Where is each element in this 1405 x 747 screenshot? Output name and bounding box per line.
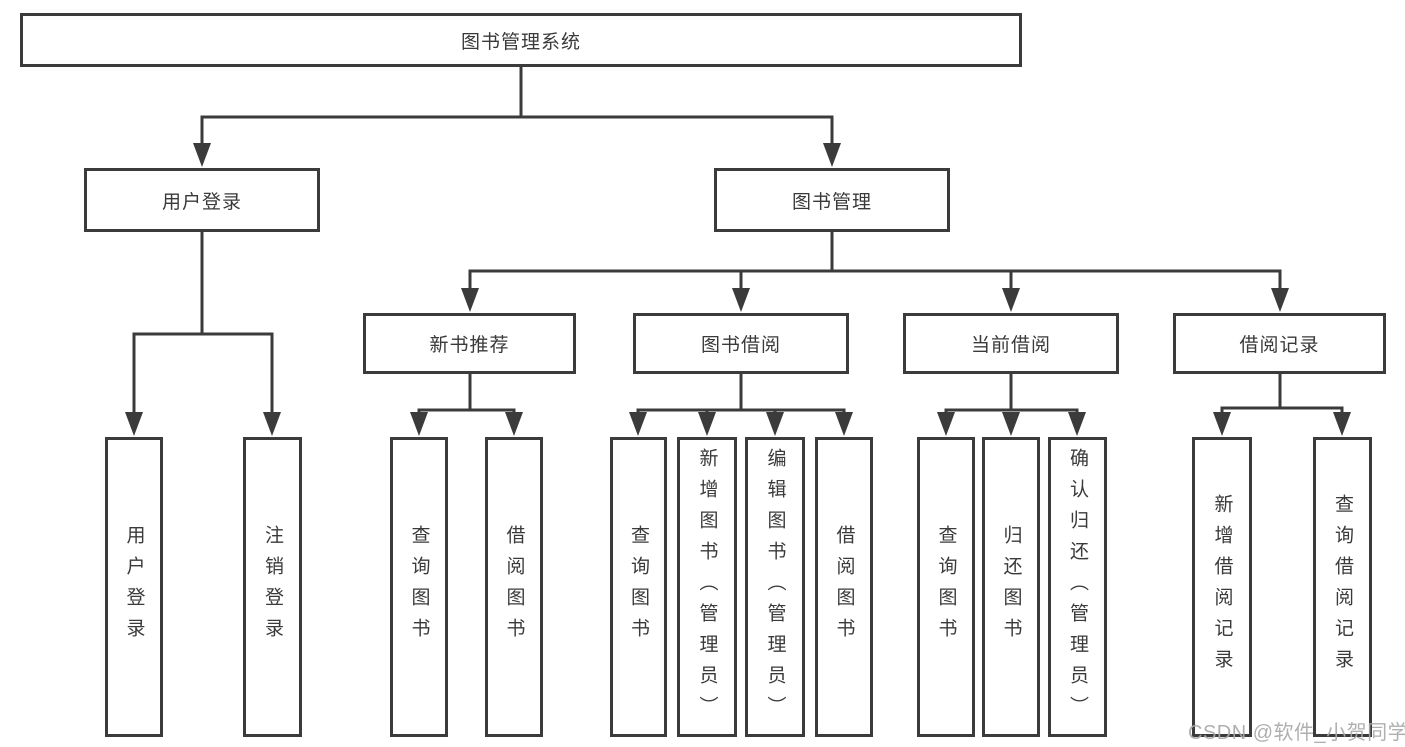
leaf-query-borrow-record-label: 查询借阅记录 xyxy=(1332,494,1353,680)
connector-book-management-to-level3 xyxy=(468,232,1282,290)
node-book-management-label: 图书管理 xyxy=(791,191,872,213)
node-borrow-record-label: 借阅记录 xyxy=(1239,335,1320,356)
node-user-login-label: 用户登录 xyxy=(161,191,242,213)
arrowhead-down xyxy=(766,412,784,436)
leaf-edit-book-admin: 编辑图书（管理员） xyxy=(745,437,805,737)
leaf-edit-book-admin-label: 编辑图书（管理员） xyxy=(764,447,786,727)
leaf-add-book-admin: 新增图书（管理员） xyxy=(677,437,737,737)
node-borrow-record: 借阅记录 xyxy=(1173,313,1386,374)
leaf-query-book-current-label: 查询图书 xyxy=(935,525,957,649)
leaf-borrow-book-label: 借阅图书 xyxy=(833,525,855,649)
leaf-borrow-book-recommend: 借阅图书 xyxy=(485,437,543,737)
arrowhead-down xyxy=(629,412,647,436)
connector-user-login-to-children xyxy=(132,232,274,413)
node-book-borrow: 图书借阅 xyxy=(633,313,849,374)
leaf-user-login: 用户登录 xyxy=(105,437,163,737)
arrowhead-down xyxy=(823,143,841,167)
arrowhead-down xyxy=(835,412,853,436)
node-new-book-recommend-label: 新书推荐 xyxy=(429,335,510,356)
leaf-add-borrow-record: 新增借阅记录 xyxy=(1192,437,1252,737)
arrowhead-down xyxy=(1213,412,1231,436)
arrowhead-down xyxy=(193,143,211,167)
leaf-return-book: 归还图书 xyxy=(982,437,1040,737)
leaf-return-book-label: 归还图书 xyxy=(1000,525,1022,649)
arrowhead-down xyxy=(1333,412,1351,436)
node-root-label: 图书管理系统 xyxy=(460,31,581,53)
leaf-borrow-book-recommend-label: 借阅图书 xyxy=(503,525,525,649)
leaf-query-book-recommend: 查询图书 xyxy=(390,437,448,737)
arrowhead-down xyxy=(698,412,716,436)
leaf-query-book-borrow-label: 查询图书 xyxy=(628,525,649,649)
arrowhead-down xyxy=(505,412,523,436)
arrowhead-down xyxy=(937,412,955,436)
node-new-book-recommend: 新书推荐 xyxy=(363,313,576,374)
leaf-query-book-recommend-label: 查询图书 xyxy=(408,525,430,649)
node-current-borrow-label: 当前借阅 xyxy=(970,335,1051,356)
arrowhead-down xyxy=(125,412,143,436)
arrowhead-down xyxy=(1068,412,1086,436)
leaf-logout-label: 注销登录 xyxy=(262,525,283,649)
watermark: CSDN @软件_小贺同学 xyxy=(1188,722,1405,744)
leaf-query-borrow-record: 查询借阅记录 xyxy=(1313,437,1372,737)
arrowhead-down xyxy=(1002,288,1020,312)
arrowhead-down xyxy=(461,288,479,312)
arrowhead-down xyxy=(1002,412,1020,436)
node-current-borrow: 当前借阅 xyxy=(903,313,1119,374)
connector-book-borrow-to-children xyxy=(636,374,846,413)
connector-root-to-level2 xyxy=(200,65,834,144)
leaf-query-book-current: 查询图书 xyxy=(917,437,975,737)
leaf-user-login-label: 用户登录 xyxy=(123,525,145,649)
node-book-borrow-label: 图书借阅 xyxy=(700,335,781,356)
connector-borrow-record-to-children xyxy=(1220,374,1344,413)
leaf-query-book-borrow: 查询图书 xyxy=(610,437,667,737)
arrowhead-down xyxy=(410,412,428,436)
node-user-login: 用户登录 xyxy=(84,168,320,232)
leaf-add-borrow-record-label: 新增借阅记录 xyxy=(1211,494,1233,680)
node-root: 图书管理系统 xyxy=(20,13,1022,67)
leaf-add-book-admin-label: 新增图书（管理员） xyxy=(696,447,718,727)
leaf-confirm-return-admin: 确认归还（管理员） xyxy=(1048,437,1107,737)
arrowhead-down xyxy=(263,412,281,436)
connector-current-borrow-to-children xyxy=(944,374,1079,413)
connector-new-book-to-children xyxy=(417,374,516,413)
arrowhead-down xyxy=(1271,288,1289,312)
leaf-confirm-return-admin-label: 确认归还（管理员） xyxy=(1067,447,1088,727)
leaf-logout: 注销登录 xyxy=(243,437,302,737)
leaf-borrow-book: 借阅图书 xyxy=(815,437,873,737)
arrowhead-down xyxy=(732,288,750,312)
node-book-management: 图书管理 xyxy=(714,168,950,232)
